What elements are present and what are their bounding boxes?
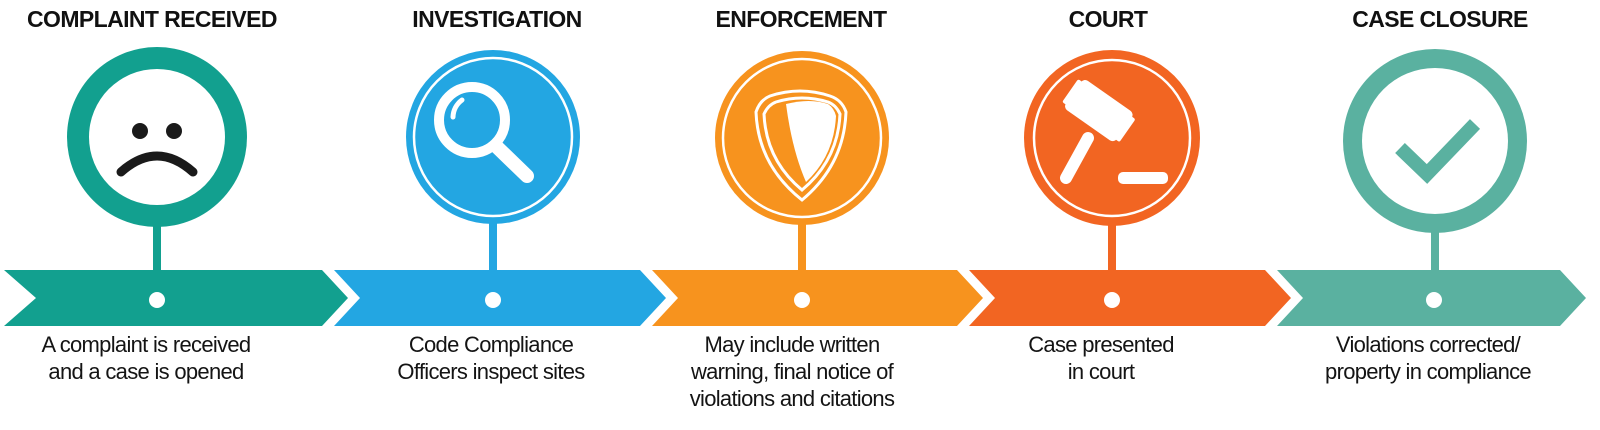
step-description-court: Case presented in court — [941, 331, 1261, 385]
step-description-complaint: A complaint is received and a case is op… — [0, 331, 306, 385]
step-title-court: COURT — [1068, 6, 1148, 32]
description-line: May include written — [704, 332, 881, 357]
description-line: Case presented — [1028, 332, 1174, 357]
step-title-closure: CASE CLOSURE — [1352, 6, 1528, 32]
timeline-dot — [1104, 292, 1120, 308]
step-node-closure — [1343, 49, 1527, 308]
timeline-dot — [485, 292, 501, 308]
step-description-closure: Violations corrected/ property in compli… — [1268, 331, 1588, 385]
description-line: Officers inspect sites — [397, 359, 585, 384]
description-line: warning, final notice of — [690, 359, 894, 384]
step-description-investigation: Code Compliance Officers inspect sites — [331, 331, 651, 385]
timeline-dot — [149, 292, 165, 308]
description-line: and a case is opened — [48, 359, 244, 384]
step-title-investigation: INVESTIGATION — [412, 6, 582, 32]
sad-face-icon — [116, 123, 198, 177]
description-line: Code Compliance — [408, 332, 574, 357]
timeline-dot — [794, 292, 810, 308]
description-line: in court — [1067, 359, 1135, 384]
step-title-complaint: COMPLAINT RECEIVED — [27, 6, 277, 32]
step-node-court — [1024, 50, 1200, 308]
arrow-segment-enforcement — [652, 270, 983, 326]
arrow-segment-complaint — [4, 270, 348, 326]
magnifying-glass-icon — [434, 82, 534, 183]
step-node-enforcement — [715, 51, 889, 308]
checkmark-icon — [1395, 119, 1481, 184]
step-node-complaint — [67, 47, 247, 308]
step-description-enforcement: May include written warning, final notic… — [632, 331, 952, 412]
description-line: violations and citations — [689, 386, 895, 411]
step-node-investigation — [406, 50, 580, 308]
timeline-dot — [1426, 292, 1442, 308]
description-line: A complaint is received — [41, 332, 252, 357]
arrow-segment-court — [969, 270, 1291, 326]
gavel-icon — [1060, 79, 1168, 184]
description-line: Violations corrected/ — [1335, 332, 1521, 357]
description-line: property in compliance — [1325, 359, 1532, 384]
step-title-enforcement: ENFORCEMENT — [715, 6, 887, 32]
shield-icon — [754, 89, 848, 202]
